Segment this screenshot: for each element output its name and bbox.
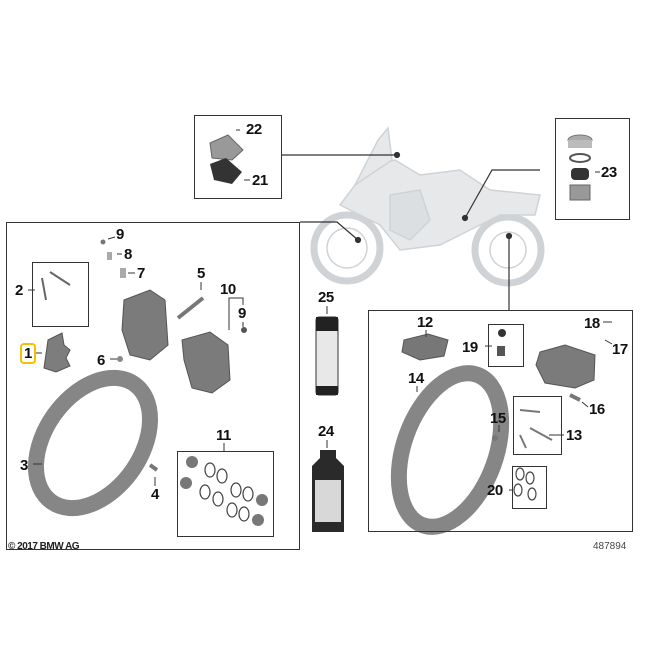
callout-23[interactable]: 23 (601, 164, 617, 181)
pad-kit-box (32, 262, 89, 327)
callout-15[interactable]: 15 (490, 410, 506, 427)
callout-14[interactable]: 14 (408, 370, 424, 387)
callout-18[interactable]: 18 (584, 315, 600, 332)
callout-8[interactable]: 8 (124, 246, 132, 263)
callout-7[interactable]: 7 (137, 265, 145, 282)
callout-10[interactable]: 10 (220, 281, 236, 298)
callout-22[interactable]: 22 (246, 121, 262, 138)
rear-reservoir-group-box (555, 118, 630, 220)
callout-4[interactable]: 4 (151, 486, 159, 503)
front-brake-group-box (6, 222, 300, 550)
callout-5[interactable]: 5 (197, 265, 205, 282)
piston-kit-box (177, 451, 274, 537)
callout-17[interactable]: 17 (612, 341, 628, 358)
callout-24[interactable]: 24 (318, 423, 334, 440)
callout-19[interactable]: 19 (462, 339, 478, 356)
callout-20[interactable]: 20 (487, 482, 503, 499)
motorcycle-illustration (310, 126, 545, 287)
callout-25[interactable]: 25 (318, 289, 334, 306)
callout-12[interactable]: 12 (417, 314, 433, 331)
callout-16[interactable]: 16 (589, 401, 605, 418)
callout-21[interactable]: 21 (252, 172, 268, 189)
callout-3[interactable]: 3 (20, 457, 28, 474)
callout-1[interactable]: 1 (20, 343, 36, 364)
callout-11[interactable]: 11 (216, 427, 231, 444)
reference-number: 487894 (593, 541, 627, 552)
copyright-text: © 2017 BMW AG (8, 541, 80, 552)
callout-9[interactable]: 9 (116, 226, 124, 243)
callout-9-right[interactable]: 9 (238, 305, 246, 322)
reservoir-cover-group-box (194, 115, 282, 199)
callout-6[interactable]: 6 (97, 352, 105, 369)
screw-set-box (488, 324, 524, 367)
callout-13[interactable]: 13 (566, 427, 582, 444)
fitting-kit-box (513, 396, 562, 455)
rear-brake-group-box (368, 310, 633, 532)
o-ring-set-box (512, 466, 547, 509)
callout-2[interactable]: 2 (15, 282, 23, 299)
